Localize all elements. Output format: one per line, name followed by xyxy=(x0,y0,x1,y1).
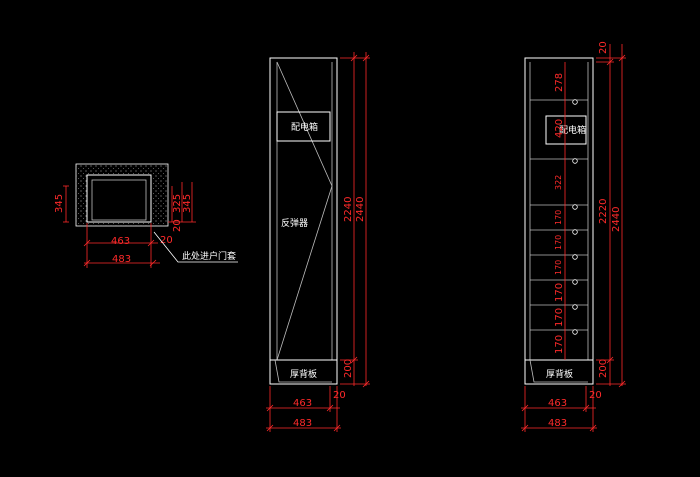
plan-note-door-frame: 此处进户门套 xyxy=(182,250,236,262)
front-dim-lines xyxy=(266,52,370,432)
interior-dim-shelf-4: 170 xyxy=(554,210,563,225)
interior-dim-shelf-5: 170 xyxy=(554,235,563,250)
interior-cabinet-outline xyxy=(524,57,594,385)
front-dim-width-inner: 463 xyxy=(293,398,312,409)
plan-dim-depth-outer: 345 xyxy=(182,194,193,213)
interior-dim-top: 20 xyxy=(598,41,609,54)
interior-view: 配电箱 厚背板 20 2220 2440 200 xyxy=(521,41,626,432)
interior-dim-shelf-3: 322 xyxy=(554,175,563,190)
plan-view: 345 325 345 20 463 483 20 此处进户门套 xyxy=(54,163,238,268)
front-door-swing-lines xyxy=(276,61,333,361)
interior-shelf-knobs xyxy=(572,99,578,335)
interior-shelves xyxy=(530,99,588,331)
plan-dim-width-outer: 483 xyxy=(112,254,131,265)
interior-dim-height-inner: 2220 xyxy=(598,199,609,224)
front-dim-height-outer: 2440 xyxy=(355,197,366,222)
front-dim-width-outer: 483 xyxy=(293,418,312,429)
plan-cabinet-inner xyxy=(91,179,147,221)
interior-dim-shelf-8: 170 xyxy=(554,308,565,327)
front-cabinet-outline xyxy=(269,57,338,385)
interior-dim-shelf-1: 278 xyxy=(554,73,565,92)
interior-dim-width-inner: 463 xyxy=(548,398,567,409)
front-dim-base: 200 xyxy=(343,359,354,378)
interior-label-box: 配电箱 xyxy=(559,124,586,136)
front-view: 配电箱 反弹器 厚背板 2240 2440 200 463 483 xyxy=(266,52,370,432)
plan-cabinet-outline xyxy=(86,174,152,223)
front-dim-height-inner: 2240 xyxy=(343,197,354,222)
front-label-mechanism: 反弹器 xyxy=(281,217,308,229)
interior-dim-base: 200 xyxy=(598,359,609,378)
plan-dim-depth-left: 345 xyxy=(54,194,65,213)
plan-dim-width-inner: 463 xyxy=(111,236,130,247)
interior-dim-height-outer: 2440 xyxy=(611,207,622,232)
front-label-base-board: 厚背板 xyxy=(290,368,317,380)
interior-dim-width-outer: 483 xyxy=(548,418,567,429)
plan-dim-lines xyxy=(63,182,196,268)
plan-dim-side: 20 xyxy=(160,235,173,246)
interior-dim-lines xyxy=(521,44,626,432)
interior-dim-shelf-2: 420 xyxy=(554,119,565,138)
interior-base-board xyxy=(529,359,588,383)
front-electric-box xyxy=(276,111,331,142)
plan-leader-line xyxy=(153,231,238,263)
interior-dim-shelf-6: 170 xyxy=(554,260,563,275)
front-dim-side: 20 xyxy=(333,390,346,401)
front-base-board xyxy=(274,359,332,383)
plan-dim-depth-inner: 325 xyxy=(172,194,183,213)
interior-dim-shelf-7: 170 xyxy=(554,283,565,302)
interior-dim-side: 20 xyxy=(589,390,602,401)
interior-label-base-board: 厚背板 xyxy=(546,368,573,380)
plan-dim-side-vertical: 20 xyxy=(172,219,183,232)
interior-dim-shelf-9: 170 xyxy=(554,335,565,354)
interior-electric-box xyxy=(545,115,587,145)
front-label-box: 配电箱 xyxy=(291,121,318,133)
